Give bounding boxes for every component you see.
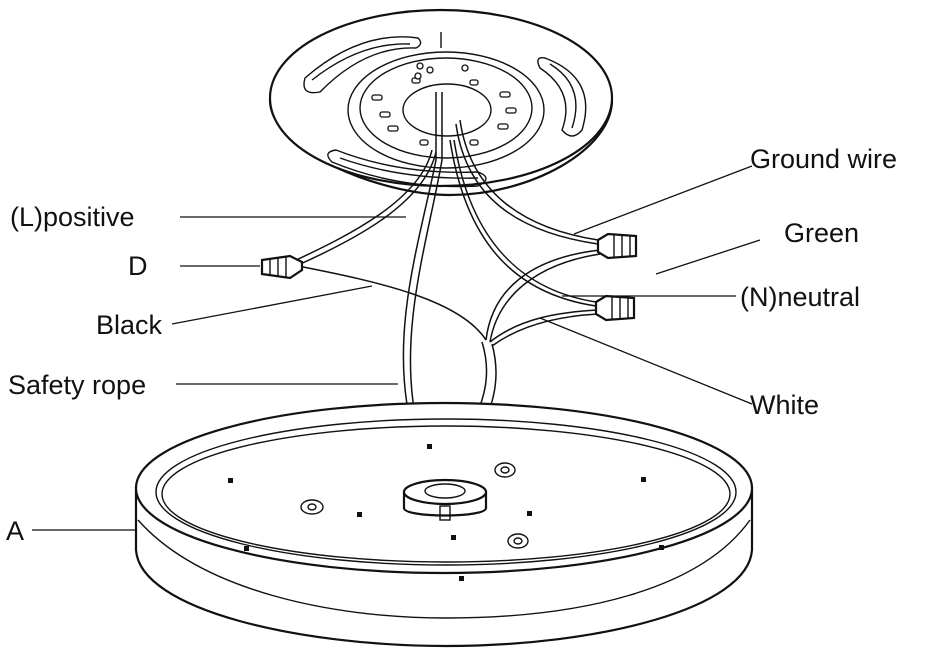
label-white: White bbox=[750, 390, 819, 420]
lamp-screws bbox=[228, 444, 664, 581]
wire-connector-d bbox=[260, 254, 304, 280]
label-black: Black bbox=[96, 310, 163, 340]
cable-grommet bbox=[402, 478, 488, 521]
leader-lines bbox=[32, 165, 761, 531]
label-d: D bbox=[128, 251, 148, 281]
label-ground-wire: Ground wire bbox=[750, 144, 897, 174]
mounting-plate bbox=[268, 8, 614, 197]
label-positive: (L)positive bbox=[10, 202, 135, 232]
plate-holes bbox=[371, 62, 517, 146]
label-a: A bbox=[6, 516, 24, 546]
label-neutral: (N)neutral bbox=[740, 282, 860, 312]
label-safety-rope: Safety rope bbox=[8, 370, 146, 400]
label-green: Green bbox=[784, 218, 859, 248]
wire-connector-neutral bbox=[594, 294, 636, 322]
lamp-base bbox=[134, 401, 754, 648]
wire-connector-ground bbox=[596, 232, 638, 260]
